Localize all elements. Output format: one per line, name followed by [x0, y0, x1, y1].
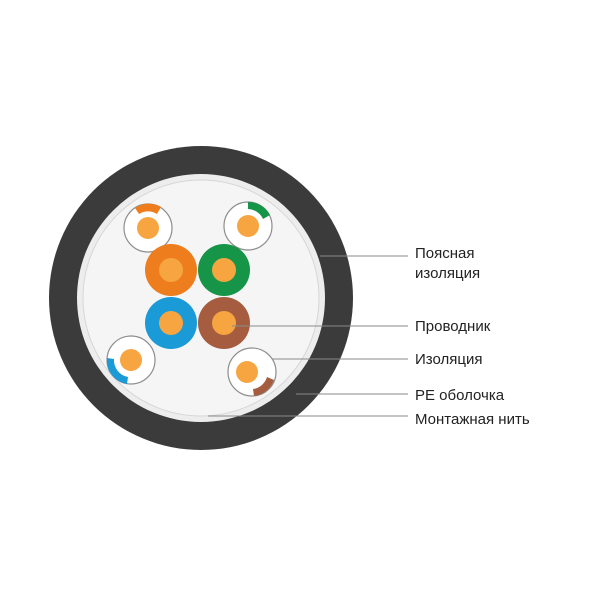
wire-white-green-stripe	[248, 201, 270, 219]
wire-green	[198, 244, 250, 296]
wire-orange	[145, 244, 197, 296]
wire-white-blue-stripe	[106, 358, 128, 384]
label-insulation: Изоляция	[415, 351, 482, 368]
wire-white-brown-conductor	[236, 361, 258, 383]
wire-white-green	[223, 201, 273, 251]
wire-white-orange-conductor	[137, 217, 159, 239]
wire-green-conductor	[212, 258, 236, 282]
wire-white-brown	[227, 347, 277, 397]
leader-lines	[208, 255, 408, 417]
wire-brown-conductor	[212, 311, 236, 335]
label-belt-insulation: Поясная изоляция	[415, 245, 480, 282]
label-belt-insulation-line1: Поясная	[415, 245, 475, 262]
label-mounting-thread: Монтажная нить	[415, 411, 530, 428]
wire-white-blue-conductor	[120, 349, 142, 371]
label-pe-sheath: PE оболочка	[415, 387, 505, 404]
wire-orange-conductor	[159, 258, 183, 282]
label-belt-insulation-line2: изоляция	[415, 265, 480, 282]
wire-white-orange-stripe	[135, 203, 161, 214]
wire-white-brown-stripe	[253, 377, 274, 396]
wire-blue-conductor	[159, 311, 183, 335]
wire-white-orange	[123, 203, 173, 253]
wire-blue	[145, 297, 197, 349]
wire-white-blue	[106, 335, 156, 385]
wire-brown	[198, 297, 250, 349]
label-conductor: Проводник	[415, 318, 491, 335]
wire-white-green-conductor	[237, 215, 259, 237]
